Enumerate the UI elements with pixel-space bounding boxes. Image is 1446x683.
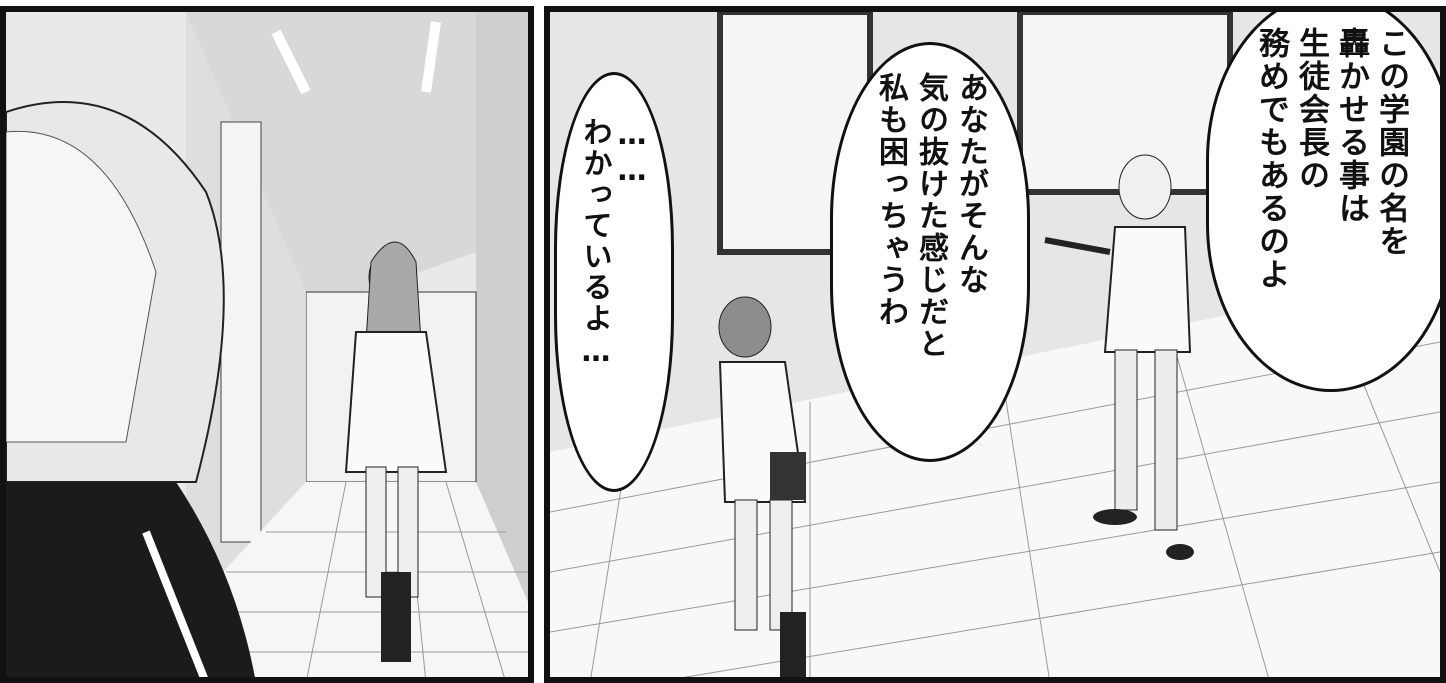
speech-line: あなたがそんな bbox=[953, 72, 988, 296]
floor bbox=[186, 482, 528, 677]
speech-line: 私も困っちゃうわ bbox=[873, 72, 908, 328]
door bbox=[220, 121, 262, 543]
girl-walking-away bbox=[344, 241, 448, 662]
window bbox=[1017, 12, 1233, 195]
girl-student-president bbox=[1044, 154, 1194, 560]
girl-foreground bbox=[6, 101, 255, 677]
ceiling-light bbox=[421, 21, 441, 93]
speech-line: 務めでもあるのよ bbox=[1253, 27, 1289, 291]
ceiling-light bbox=[271, 29, 311, 95]
speech-line: …… bbox=[615, 117, 649, 189]
girl-with-book bbox=[718, 296, 807, 677]
speech-line: 気の抜けた感じだと bbox=[913, 72, 948, 360]
speech-line: わかっているよ… bbox=[579, 117, 613, 370]
speech-bubble-president: この学園の名を 轟かせる事は 生徒会長の 務めでもあるのよ bbox=[1206, 12, 1440, 392]
manga-panel-right: この学園の名を 轟かせる事は 生徒会長の 務めでもあるのよ あなたがそんな 気の… bbox=[544, 6, 1446, 683]
speech-text: …… わかっているよ… bbox=[578, 117, 650, 447]
speech-line: 生徒会長の bbox=[1293, 27, 1329, 192]
manga-panel-left bbox=[0, 6, 534, 683]
speech-bubble-girl-with-book: …… わかっているよ… bbox=[554, 72, 674, 492]
hallway-scene bbox=[6, 12, 528, 677]
speech-bubble-president-2: あなたがそんな 気の抜けた感じだと 私も困っちゃうわ bbox=[830, 42, 1030, 462]
speech-line: この学園の名を bbox=[1373, 27, 1409, 258]
speech-text: あなたがそんな 気の抜けた感じだと 私も困っちゃうわ bbox=[870, 72, 990, 432]
right-wall bbox=[476, 12, 528, 602]
speech-line: 轟かせる事は bbox=[1333, 27, 1369, 225]
speech-text: この学園の名を 轟かせる事は 生徒会長の 務めでもあるのよ bbox=[1251, 27, 1411, 357]
